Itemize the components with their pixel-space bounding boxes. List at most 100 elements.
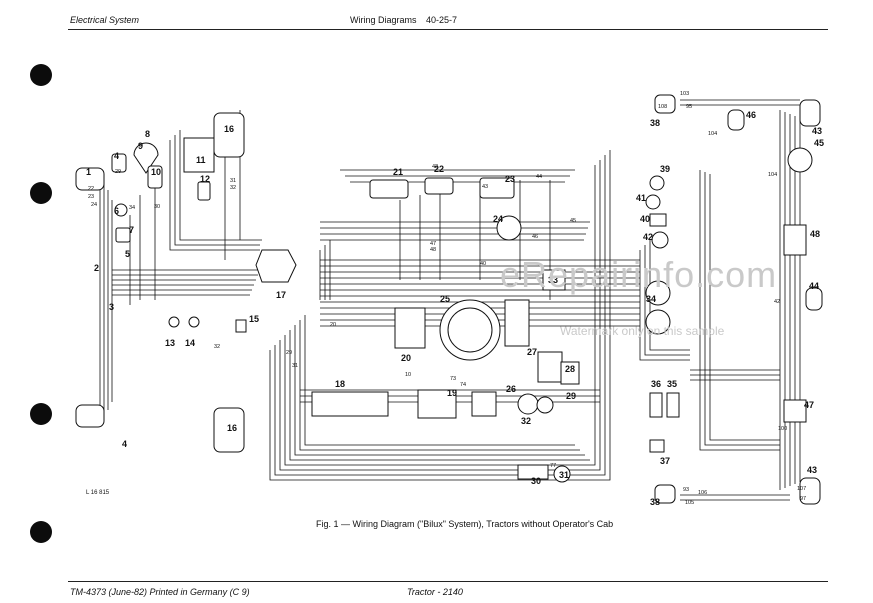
headlight-left-rear [75, 404, 105, 428]
switch-12 [197, 181, 211, 201]
label-20: 20 [401, 353, 411, 363]
svg-text:47: 47 [430, 241, 436, 247]
svg-text:31: 31 [292, 363, 298, 369]
svg-text:10: 10 [405, 372, 411, 378]
lamp-10 [147, 165, 163, 189]
switch-14 [188, 316, 200, 328]
svg-text:43: 43 [482, 184, 488, 190]
headlight-left-front [75, 167, 105, 191]
svg-text:23: 23 [88, 194, 94, 200]
relay-33 [542, 269, 566, 291]
label-40: 40 [640, 214, 650, 224]
label-19: 19 [447, 388, 457, 398]
label-17: 17 [276, 290, 286, 300]
svg-text:48: 48 [430, 247, 436, 253]
label-13: 13 [165, 338, 175, 348]
label-7: 7 [129, 225, 134, 235]
label-43: 43 [812, 126, 822, 136]
switch-31 [553, 465, 571, 483]
label-30: 30 [531, 476, 541, 486]
svg-text:32: 32 [230, 185, 236, 191]
svg-text:104: 104 [768, 172, 777, 178]
svg-text:40: 40 [480, 261, 486, 267]
alternator-16-bottom [213, 407, 245, 453]
label-24: 24 [493, 214, 503, 224]
switch-45 [787, 147, 813, 173]
switch-35 [666, 392, 680, 418]
label-15: 15 [249, 314, 259, 324]
svg-text:24: 24 [91, 202, 97, 208]
label-34: 34 [646, 294, 656, 304]
svg-text:97: 97 [800, 496, 806, 502]
connector-17 [255, 249, 297, 283]
watermark: eRepairinfo.com [500, 254, 778, 295]
label-32: 32 [521, 416, 531, 426]
socket-37 [649, 439, 665, 453]
label-35: 35 [667, 379, 677, 389]
panel-gauge [504, 299, 530, 347]
label-41: 41 [636, 193, 646, 203]
lamp-43-bottom [799, 477, 821, 505]
horn [111, 153, 127, 173]
label-18: 18 [335, 379, 345, 389]
label-3: 3 [109, 302, 114, 312]
lamp-44 [805, 287, 823, 311]
label-28: 28 [565, 364, 575, 374]
label-23: 23 [505, 174, 515, 184]
label-10: 10 [151, 167, 161, 177]
svg-text:100: 100 [778, 426, 787, 432]
label-36: 36 [651, 379, 661, 389]
punch-hole [30, 521, 52, 543]
label-33: 33 [548, 275, 558, 285]
label-16b: 16 [227, 423, 237, 433]
svg-text:73: 73 [450, 376, 456, 382]
label-45: 45 [814, 138, 824, 148]
svg-text:105: 105 [685, 500, 694, 506]
switch-21 [369, 179, 409, 199]
lamp-46 [727, 109, 745, 131]
relay-7 [115, 227, 131, 243]
label-27: 27 [527, 347, 537, 357]
connector-34-a [645, 280, 671, 306]
switch-13 [168, 316, 180, 328]
header-left: Electrical System [70, 15, 140, 25]
lamp-38-top [654, 94, 676, 114]
svg-text:34: 34 [129, 205, 135, 211]
label-6: 6 [114, 206, 119, 216]
punch-hole [30, 182, 52, 204]
lamp-42 [651, 231, 669, 249]
svg-text:108: 108 [658, 104, 667, 110]
svg-text:29: 29 [115, 169, 121, 175]
switch-24 [496, 215, 522, 241]
label-44: 44 [809, 281, 819, 291]
label-37: 37 [660, 456, 670, 466]
label-2: 2 [94, 263, 99, 273]
label-38b: 38 [650, 497, 660, 507]
header-page-ref: 40-25-7 [426, 15, 458, 25]
svg-text:93: 93 [683, 487, 689, 493]
switch-23 [479, 177, 515, 199]
lamp-39 [649, 175, 665, 191]
connector-48 [783, 224, 807, 256]
sender-8 [133, 142, 159, 174]
footer-rule [68, 581, 828, 582]
svg-text:29: 29 [286, 350, 292, 356]
svg-text:42: 42 [432, 164, 438, 170]
label-9: 9 [138, 141, 143, 151]
buzzer-26 [517, 393, 539, 415]
label-29: 29 [566, 391, 576, 401]
label-48: 48 [810, 229, 820, 239]
component-labels: 1 2 3 4 4 5 6 7 8 9 10 11 12 13 14 15 16… [86, 110, 824, 507]
svg-text:44: 44 [536, 174, 542, 180]
lamp-40 [649, 213, 667, 227]
label-42: 42 [643, 232, 653, 242]
label-5: 5 [125, 249, 130, 259]
svg-text:30: 30 [154, 204, 160, 210]
svg-text:77: 77 [550, 463, 556, 469]
figure-caption: Fig. 1 — Wiring Diagram ("Bilux" System)… [316, 519, 614, 529]
connector-30 [517, 464, 549, 480]
label-47: 47 [804, 400, 814, 410]
switch-15 [235, 319, 247, 333]
wire-number-labels: 22 23 24 29 34 30 31 32 32 42 43 44 45 4… [88, 91, 806, 506]
label-43b: 43 [807, 465, 817, 475]
